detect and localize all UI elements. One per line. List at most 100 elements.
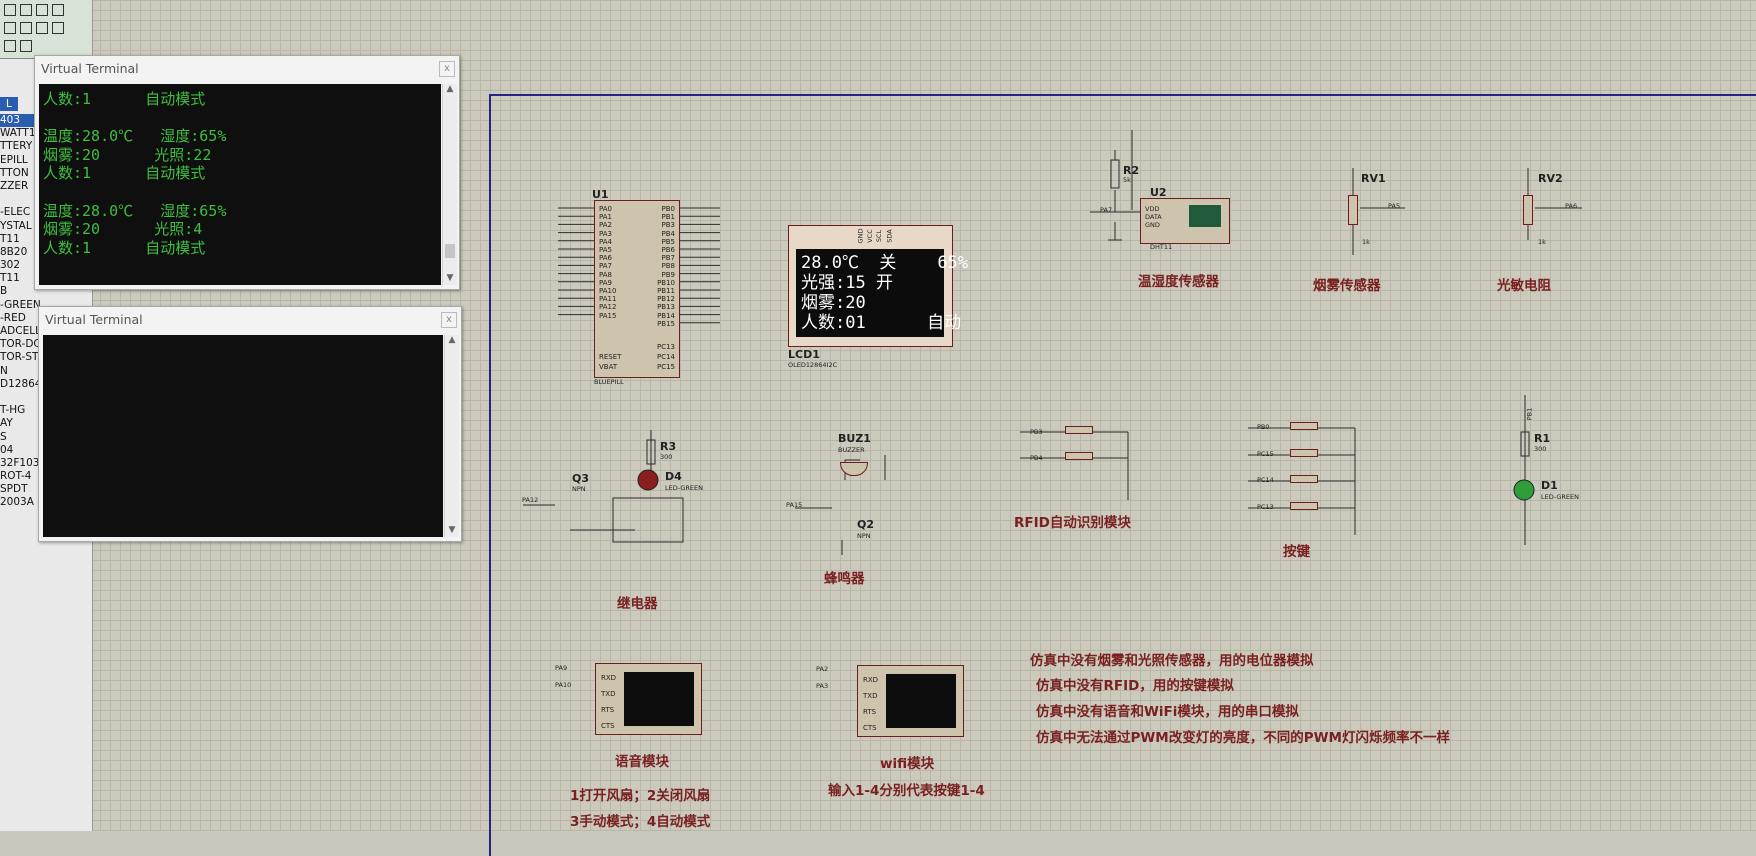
- mcu-pin: PA4: [599, 237, 613, 246]
- buz1-ref: BUZ1: [838, 432, 871, 445]
- rfid-key-1[interactable]: [1065, 426, 1093, 434]
- close-button[interactable]: x: [441, 312, 457, 328]
- pick-device-button[interactable]: L: [0, 97, 18, 111]
- device-list-item[interactable]: -ELEC: [0, 206, 31, 219]
- device-list-item[interactable]: WATT1K: [0, 127, 43, 140]
- oled-display[interactable]: 28.0℃ 关 65% 光强:15 开 烟雾:20 人数:01 自动 GND V…: [788, 225, 968, 347]
- potentiometer-rv1[interactable]: [1348, 195, 1358, 225]
- net-pa6: PA6: [1565, 202, 1578, 210]
- device-list-item[interactable]: N: [0, 364, 8, 377]
- device-list-item[interactable]: TTON: [0, 166, 29, 179]
- virtual-terminal-window[interactable]: Virtual Terminal x 人数:1 自动模式温度:28.0℃ 湿度:…: [34, 55, 460, 290]
- window-title: Virtual Terminal: [41, 61, 139, 76]
- rv1-val: 1k: [1362, 238, 1370, 246]
- device-list-item[interactable]: 302: [0, 259, 21, 272]
- key-2[interactable]: [1290, 449, 1318, 457]
- net-pb3: PB3: [1030, 428, 1043, 436]
- dht11-sensor[interactable]: VDD DATA GND: [1140, 198, 1230, 244]
- mcu-pin: PA0: [599, 205, 613, 213]
- mcu-pin: PA5: [599, 246, 613, 254]
- scroll-thumb[interactable]: [445, 244, 455, 258]
- device-list-item[interactable]: S: [0, 430, 7, 443]
- device-list-item[interactable]: EPILL: [0, 153, 28, 166]
- device-list-item[interactable]: 8B20: [0, 245, 28, 258]
- device-list-item[interactable]: TOR-ST: [0, 351, 39, 364]
- mcu-pin: PB12: [657, 295, 675, 304]
- bus-icon[interactable]: [4, 22, 16, 34]
- label-icon[interactable]: [20, 22, 32, 34]
- dht-data-pin: DATA: [1145, 213, 1162, 221]
- device-list-item[interactable]: T11: [0, 272, 20, 285]
- r3-ref: R3: [660, 440, 677, 453]
- close-button[interactable]: x: [439, 61, 455, 77]
- d1-part: LED-GREEN: [1541, 493, 1579, 501]
- d4-ref: D4: [665, 470, 682, 483]
- grid-icon[interactable]: [4, 4, 16, 16]
- scrollbar[interactable]: ▲ ▼: [444, 335, 459, 537]
- r1-val: 300: [1534, 445, 1547, 453]
- key-1[interactable]: [1290, 422, 1318, 430]
- key-4[interactable]: [1290, 502, 1318, 510]
- scroll-up-icon[interactable]: ▲: [446, 84, 454, 94]
- device-list-item[interactable]: SPDT: [0, 483, 28, 496]
- terminal-output[interactable]: [43, 335, 443, 537]
- graph-icon[interactable]: [20, 40, 32, 52]
- device-list-item[interactable]: AY: [0, 417, 13, 430]
- terminal-line: 烟雾:20 光照:22: [43, 145, 212, 164]
- script-icon[interactable]: [36, 22, 48, 34]
- device-list-item[interactable]: ROT-4: [0, 470, 32, 483]
- mcu-pin: PA12: [599, 303, 617, 312]
- virtual-terminal-window[interactable]: Virtual Terminal x ▲ ▼: [38, 306, 462, 542]
- wifi-module[interactable]: RXD TXD RTS CTS: [857, 665, 964, 737]
- port-icon[interactable]: [52, 22, 64, 34]
- text-icon[interactable]: [52, 4, 64, 16]
- device-list-item[interactable]: TTERY: [0, 140, 33, 153]
- dht-display: [1189, 205, 1221, 227]
- net-pb0: PB0: [1257, 423, 1270, 431]
- device-list-item[interactable]: TOR-DC: [0, 338, 41, 351]
- device-list-item[interactable]: 2003A: [0, 496, 34, 509]
- voice-desc-2: 3手动模式；4自动模式: [570, 814, 711, 830]
- rv2-val: 1k: [1538, 238, 1546, 246]
- voice-module[interactable]: RXD TXD RTS CTS: [595, 663, 702, 735]
- oled-screen: 28.0℃ 关 65% 光强:15 开 烟雾:20 人数:01 自动: [796, 249, 968, 337]
- pc15-pin: PC15: [656, 363, 675, 371]
- device-list-item[interactable]: T11: [0, 232, 20, 245]
- key-3[interactable]: [1290, 475, 1318, 483]
- potentiometer-rv2[interactable]: [1523, 195, 1533, 225]
- device-list-item[interactable]: YSTAL: [0, 219, 32, 232]
- device-list-item[interactable]: ADCELL: [0, 325, 41, 337]
- q2-part: NPN: [857, 532, 871, 540]
- mcu-pin: PA9: [599, 278, 613, 287]
- wire-icon[interactable]: [36, 4, 48, 16]
- txd-pin: TXD: [601, 690, 616, 698]
- scroll-up-icon[interactable]: ▲: [448, 335, 456, 345]
- mcu-pin: PB13: [657, 303, 675, 312]
- mcu-pin: PB1: [661, 213, 675, 222]
- device-list-item[interactable]: -GREEN: [0, 298, 41, 311]
- q2-ref: Q2: [857, 518, 875, 531]
- rfid-key-2[interactable]: [1065, 452, 1093, 460]
- pin-icon[interactable]: [4, 40, 16, 52]
- oled-part: OLED12864I2C: [788, 361, 838, 369]
- device-list-item[interactable]: D12864: [0, 377, 42, 390]
- rxd-pin: RXD: [601, 674, 617, 682]
- scroll-down-icon[interactable]: ▼: [446, 273, 454, 283]
- device-list-item[interactable]: 32F103: [0, 456, 40, 469]
- component-icon[interactable]: [20, 4, 32, 16]
- net-pc14: PC14: [1257, 476, 1274, 484]
- device-list-item[interactable]: B: [0, 285, 8, 298]
- device-list-item[interactable]: 04: [0, 443, 14, 456]
- device-list-item[interactable]: ZZER: [0, 179, 29, 192]
- mcu-pin: PB0: [661, 205, 675, 213]
- scroll-down-icon[interactable]: ▼: [448, 525, 456, 535]
- scrollbar[interactable]: ▲ ▼: [442, 84, 457, 285]
- device-list-item[interactable]: -RED: [0, 311, 26, 324]
- dht-vdd-pin: VDD: [1145, 205, 1160, 213]
- mcu-pin: PB6: [661, 246, 675, 254]
- sheet-border: [489, 94, 1756, 856]
- oled-ref: LCD1: [788, 348, 820, 361]
- device-list-item[interactable]: T-HG: [0, 404, 26, 417]
